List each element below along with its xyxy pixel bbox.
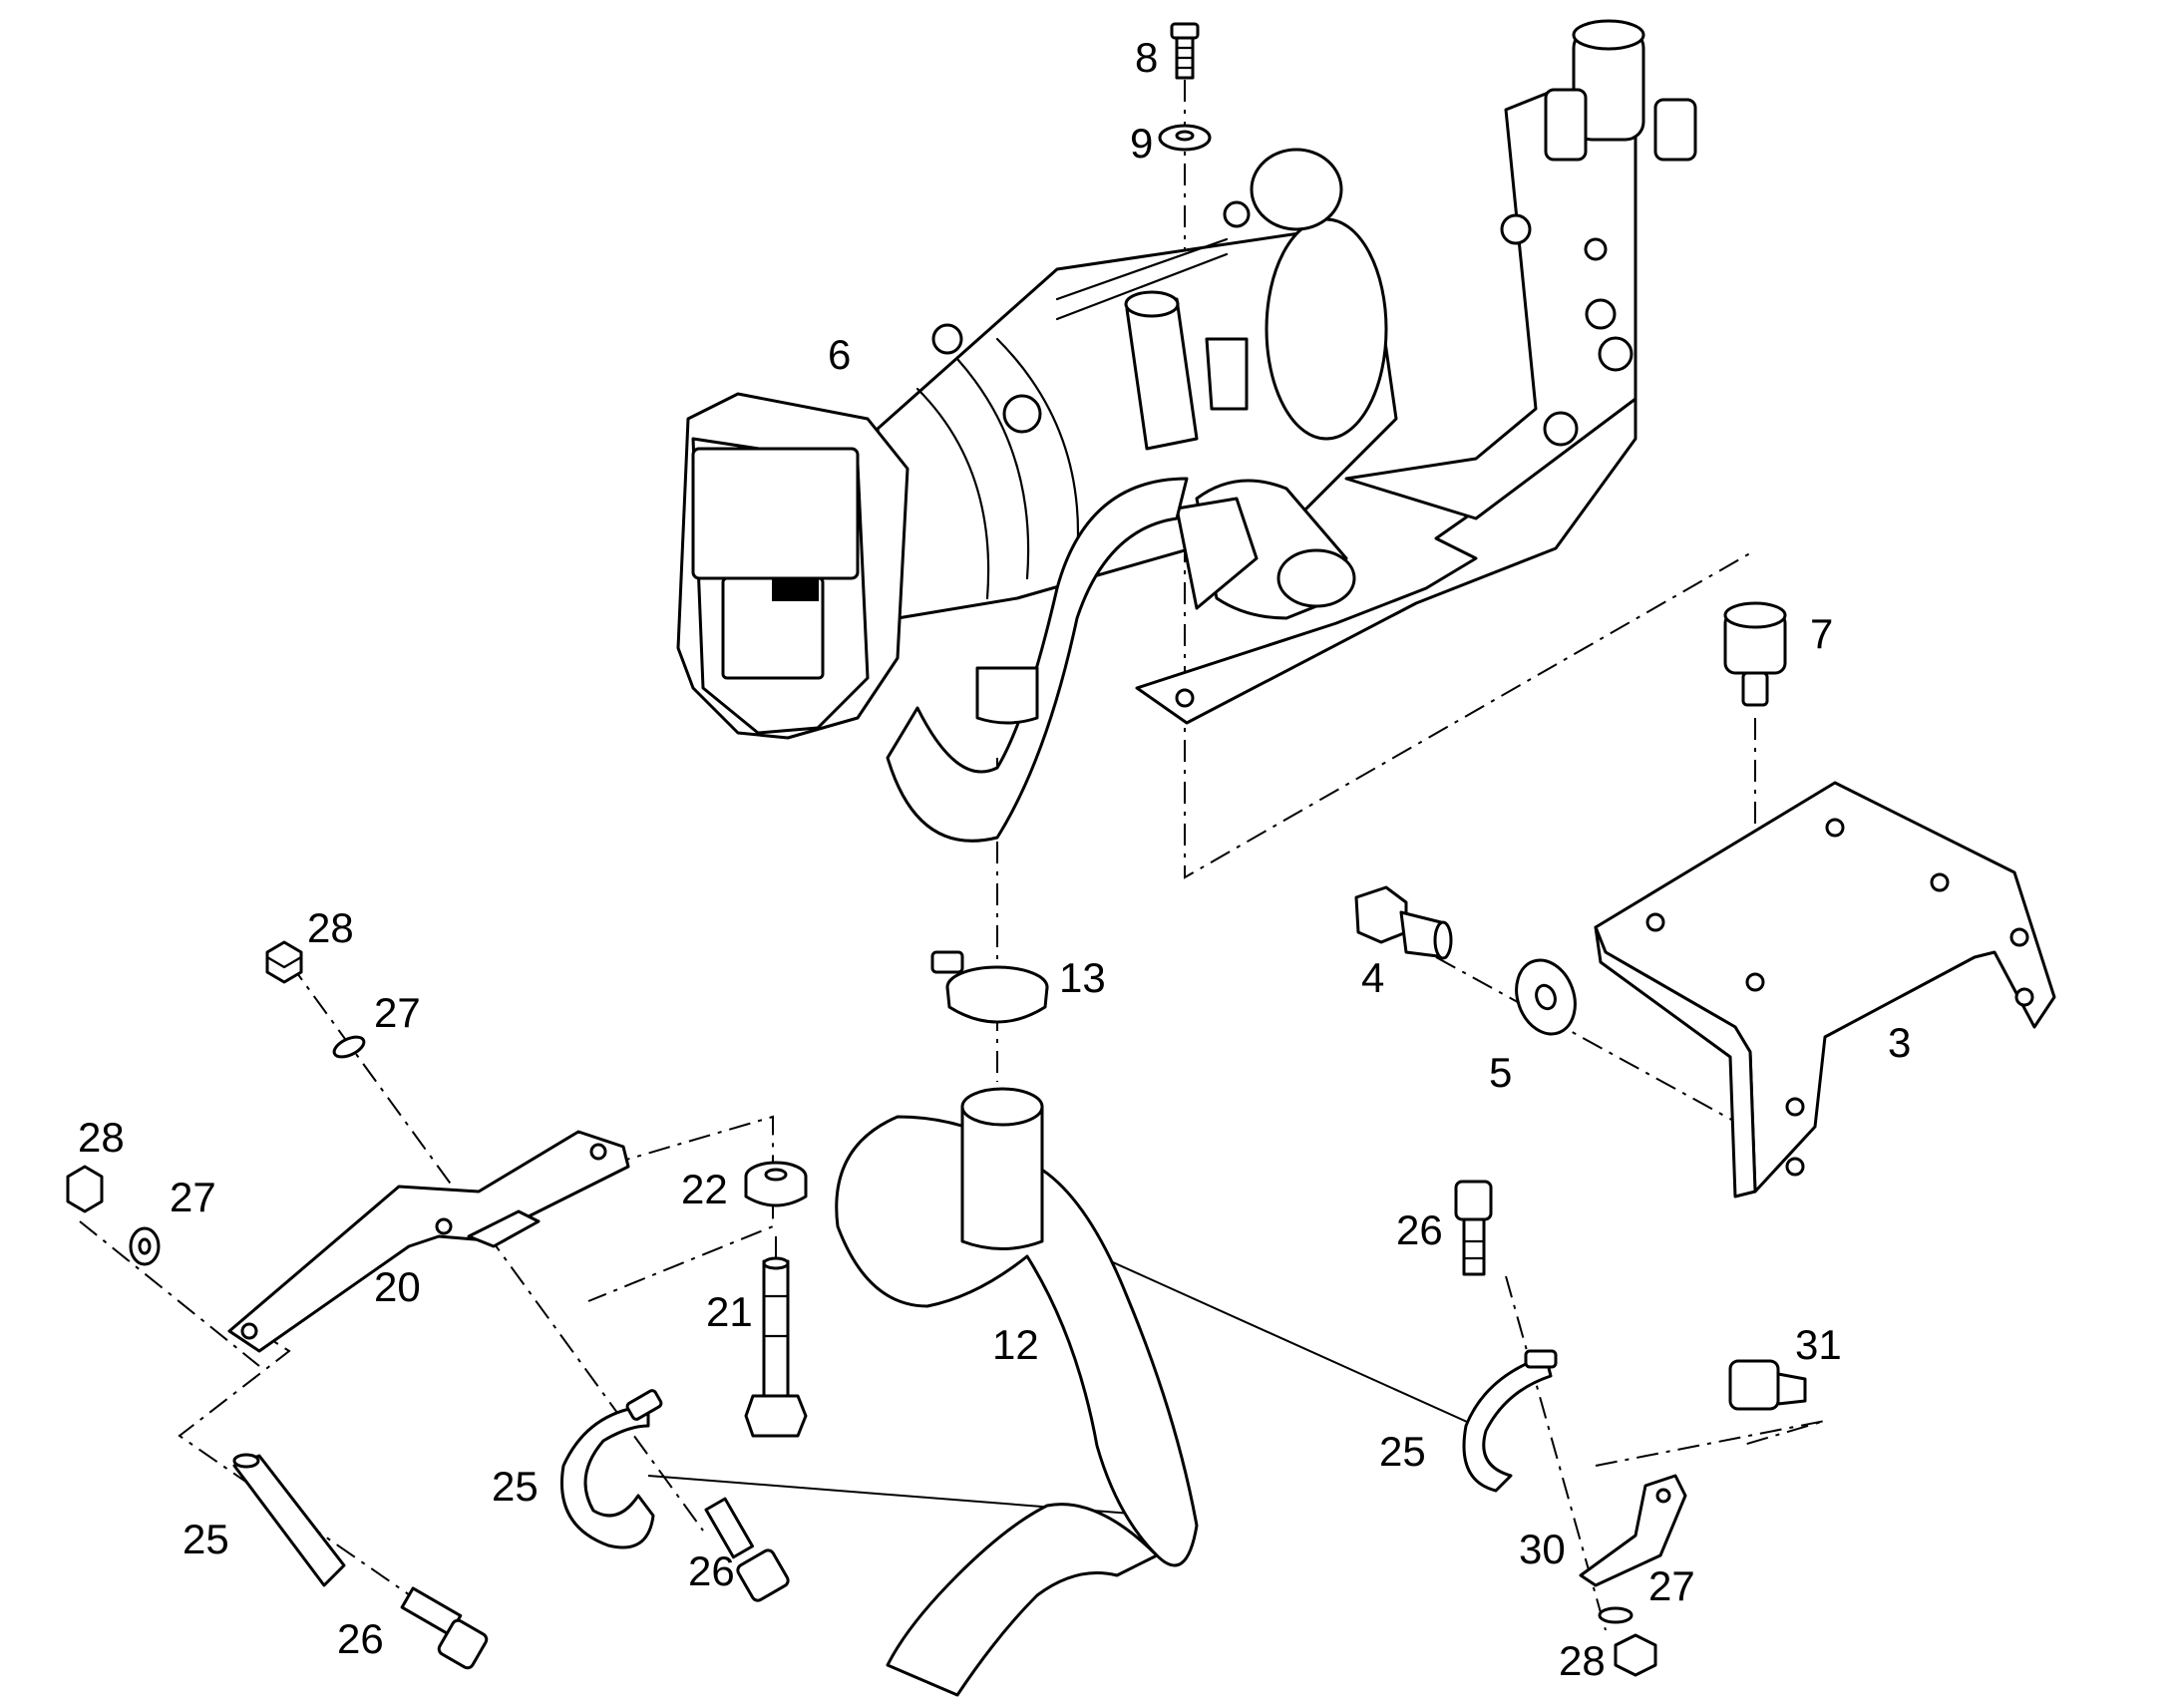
callout-28-bottom-right: 28 — [1559, 1637, 1606, 1684]
exhaust-pipe-12 — [835, 1087, 1199, 1697]
callout-25-left: 25 — [182, 1516, 229, 1562]
nut-28-left — [66, 1165, 104, 1213]
callout-8: 8 — [1135, 34, 1158, 81]
bracket-30 — [1579, 1474, 1687, 1587]
bolt-26-bottom-left — [400, 1586, 489, 1670]
callout-27-top: 27 — [374, 989, 421, 1036]
bolt-26-top-right — [1454, 1180, 1493, 1276]
bolt-26-middle — [704, 1497, 790, 1602]
callout-21: 21 — [706, 1288, 753, 1335]
callout-22: 22 — [681, 1166, 728, 1212]
bracket-20 — [227, 1130, 630, 1353]
callout-3: 3 — [1888, 1019, 1911, 1066]
callout-7: 7 — [1810, 610, 1833, 657]
nut-28-bottom-right — [1614, 1633, 1657, 1677]
callout-labels: 8 9 6 7 28 27 13 4 5 3 28 27 22 26 20 21… — [78, 34, 1911, 1684]
mounting-bracket-3 — [1594, 781, 2056, 1198]
clamp-25-left — [232, 1453, 346, 1587]
callout-25-right: 25 — [1379, 1428, 1426, 1475]
washer-27-bottom-right — [1598, 1606, 1634, 1624]
rubber-buffer-7 — [1723, 601, 1787, 707]
bolt-8 — [1170, 22, 1200, 80]
bolt-21 — [744, 1256, 808, 1438]
callout-6: 6 — [828, 331, 851, 378]
callout-26-top-right: 26 — [1396, 1206, 1443, 1253]
washer-22 — [744, 1161, 808, 1207]
washer-27-left — [129, 1226, 161, 1266]
washer-27-top — [332, 1035, 366, 1059]
callout-30: 30 — [1519, 1526, 1566, 1572]
washer-9 — [1158, 124, 1212, 152]
hose-clamp-13 — [930, 950, 1049, 1024]
callout-20: 20 — [374, 1263, 421, 1310]
nut-28-top — [265, 940, 303, 984]
clamp-25-right — [1462, 1349, 1558, 1493]
callout-27-left: 27 — [170, 1174, 216, 1220]
buffer-31 — [1728, 1359, 1807, 1411]
bolt-4 — [1354, 885, 1453, 960]
callout-28-top: 28 — [307, 904, 354, 951]
washer-5 — [1515, 958, 1577, 1036]
callout-5: 5 — [1489, 1049, 1512, 1096]
callout-12: 12 — [992, 1321, 1039, 1368]
callout-28-left: 28 — [78, 1114, 125, 1161]
callout-13: 13 — [1059, 954, 1106, 1001]
callout-26-bottom-left: 26 — [337, 1615, 384, 1662]
callout-25-middle: 25 — [492, 1463, 539, 1510]
callout-26-middle: 26 — [688, 1547, 735, 1594]
callout-31: 31 — [1795, 1321, 1842, 1368]
heater-assembly — [676, 19, 1697, 843]
callout-27-bottom-right: 27 — [1648, 1562, 1695, 1609]
callout-4: 4 — [1361, 954, 1384, 1001]
clamp-25-middle — [560, 1389, 663, 1549]
callout-9: 9 — [1130, 120, 1153, 167]
